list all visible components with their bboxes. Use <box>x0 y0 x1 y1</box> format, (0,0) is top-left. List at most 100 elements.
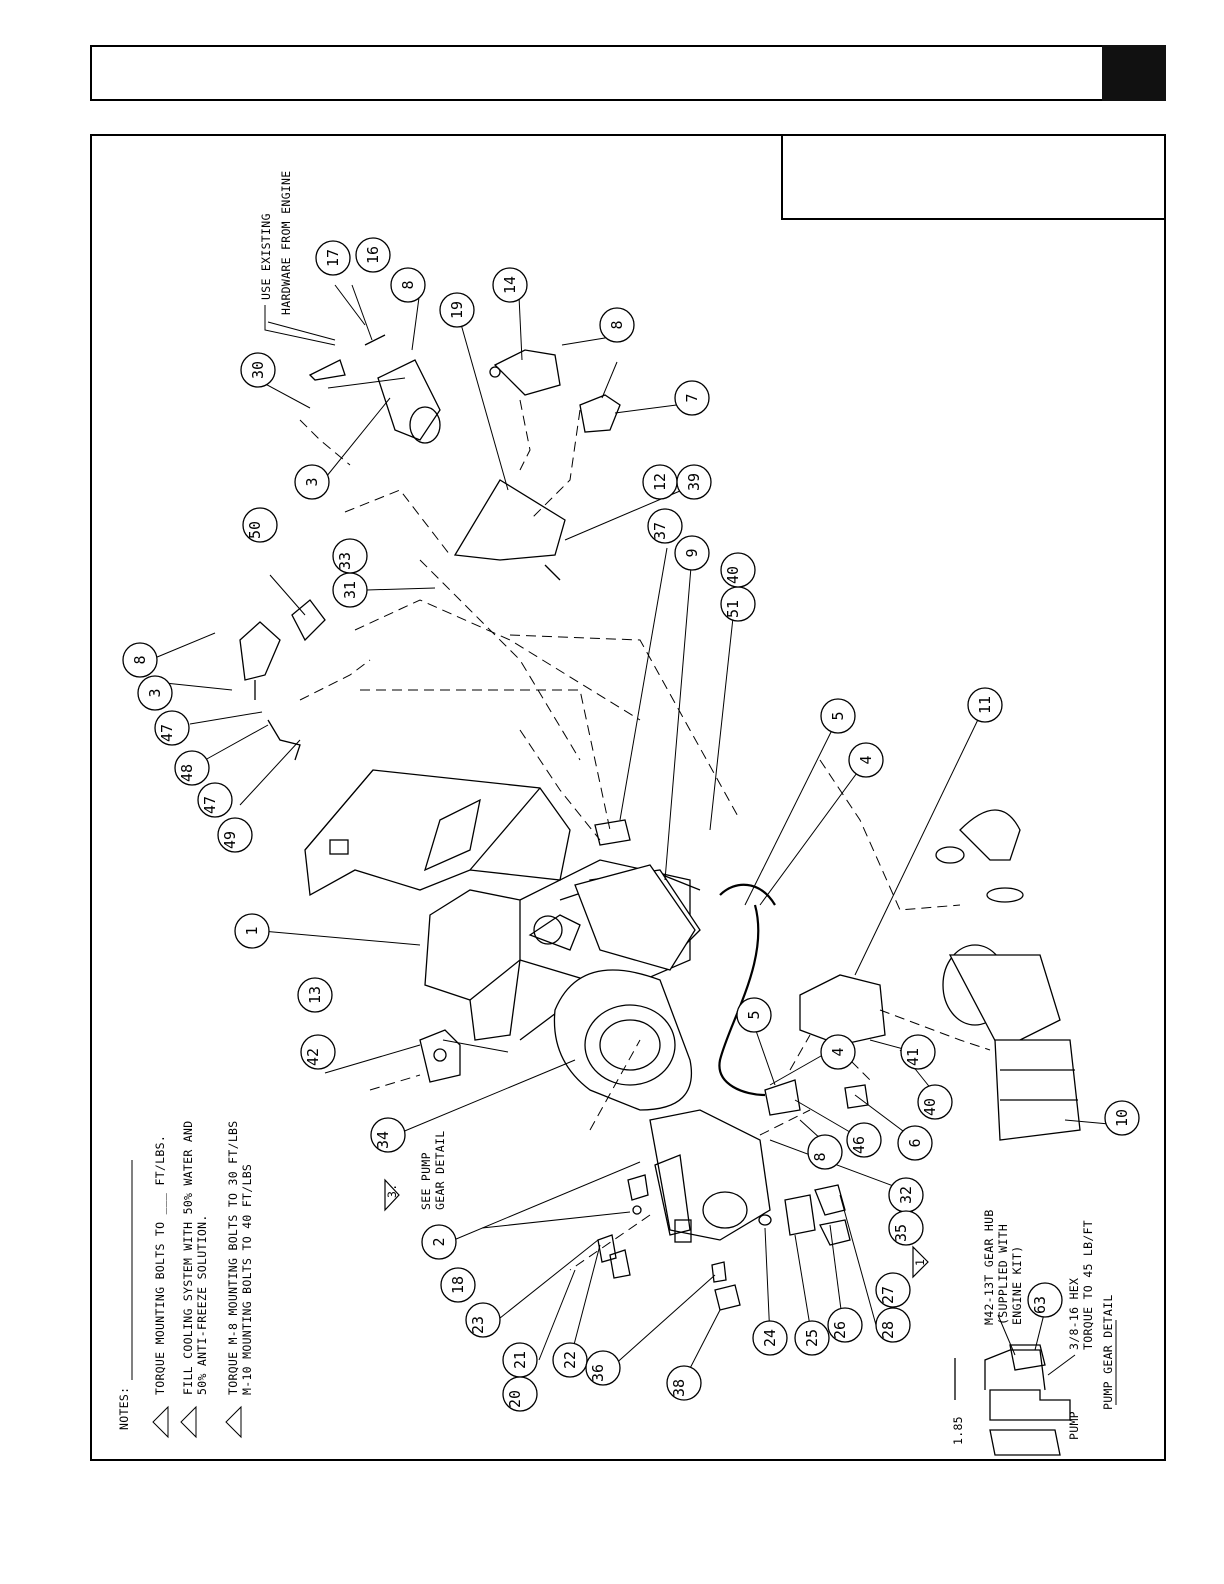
svg-text:27: 27 <box>879 1286 897 1304</box>
header-tab <box>1102 45 1166 101</box>
svg-text:19: 19 <box>448 301 466 319</box>
svg-text:49: 49 <box>221 831 239 849</box>
starter-motor <box>364 334 441 444</box>
svg-text:40: 40 <box>921 1098 939 1116</box>
pump-gear-detail-title: PUMP GEAR DETAIL <box>1101 1294 1115 1410</box>
triangle-note-1 <box>912 1245 929 1279</box>
fitting-36 <box>711 1261 727 1283</box>
callout-47a: 47 <box>154 710 190 746</box>
callout-18: 18 <box>440 1267 476 1303</box>
callout-39: 39 <box>676 464 712 500</box>
callout-7: 7 <box>674 380 710 416</box>
plate-37 <box>594 819 631 846</box>
plate-13 <box>419 1029 461 1083</box>
svg-text:32: 32 <box>897 1186 915 1204</box>
svg-text:38: 38 <box>670 1379 688 1397</box>
callout-8d: 8 <box>807 1134 843 1170</box>
svg-text:3: 3 <box>303 477 321 486</box>
svg-text:13: 13 <box>306 986 324 1004</box>
svg-text:30: 30 <box>249 361 267 379</box>
note-3: TORQUE M-8 MOUNTING BOLTS TO 30 FT/LBS M… <box>225 1121 254 1439</box>
svg-text:47: 47 <box>201 796 219 814</box>
callout-14: 14 <box>492 267 528 303</box>
svg-text:39: 39 <box>685 473 703 491</box>
svg-text:34: 34 <box>374 1131 392 1149</box>
callout-17: 17 <box>315 240 351 276</box>
callout-49: 49 <box>217 817 253 853</box>
callout-27: 27 <box>875 1272 911 1308</box>
fitting-18 <box>627 1174 649 1201</box>
svg-text:14: 14 <box>501 276 519 294</box>
sensor-46 <box>764 1079 801 1116</box>
callout-6: 6 <box>897 1125 933 1161</box>
svg-text:33: 33 <box>336 552 354 570</box>
svg-text:8: 8 <box>399 280 417 289</box>
svg-text:17: 17 <box>324 249 342 267</box>
svg-text:7: 7 <box>683 393 701 402</box>
svg-text:1: 1 <box>913 1259 927 1266</box>
callout-63: 63 <box>1027 1282 1063 1318</box>
callout-31: 31 <box>332 572 368 608</box>
svg-text:18: 18 <box>449 1276 467 1294</box>
svg-text:8: 8 <box>811 1152 829 1161</box>
svg-text:23: 23 <box>469 1316 487 1334</box>
callout-28: 28 <box>875 1307 911 1343</box>
svg-text:ENGINE KIT): ENGINE KIT) <box>1010 1246 1024 1325</box>
callout-24: 24 <box>752 1320 788 1356</box>
coil <box>489 349 561 396</box>
svg-text:10: 10 <box>1113 1109 1131 1127</box>
svg-text:8: 8 <box>131 655 149 664</box>
svg-text:4: 4 <box>829 1047 847 1056</box>
callout-4a: 4 <box>848 742 884 778</box>
callout-8b: 8 <box>599 307 635 343</box>
svg-text:41: 41 <box>904 1048 922 1066</box>
svg-text:31: 31 <box>341 581 359 599</box>
muffler <box>942 944 1081 1141</box>
callout-10: 10 <box>1104 1100 1140 1136</box>
svg-text:1: 1 <box>243 926 261 935</box>
top-bracket <box>453 479 566 581</box>
adapter-plate <box>574 864 696 971</box>
svg-text:3.: 3. <box>385 1184 399 1198</box>
callout-9: 9 <box>674 535 710 571</box>
title-block <box>781 134 1166 220</box>
callout-25: 25 <box>794 1320 830 1356</box>
clamp-22a <box>597 1234 617 1263</box>
svg-text:FILL COOLING SYSTEM WITH 50% W: FILL COOLING SYSTEM WITH 50% WATER AND <box>181 1121 195 1396</box>
svg-text:11: 11 <box>976 696 994 714</box>
callout-4b: 4 <box>820 1034 856 1070</box>
callout-5a: 5 <box>820 698 856 734</box>
callout-12: 12 <box>642 464 678 500</box>
triangle-note-3 <box>384 1178 400 1212</box>
use-existing-label: USE EXISTING <box>259 213 273 300</box>
callout-3b: 3 <box>137 675 173 711</box>
svg-text:M-10 MOUNTING BOLTS TO 40 FT/L: M-10 MOUNTING BOLTS TO 40 FT/LBS <box>240 1164 254 1395</box>
callout-46: 46 <box>846 1122 882 1158</box>
flywheel-housing <box>553 969 692 1111</box>
callout-1: 1 <box>234 913 270 949</box>
svg-text:4: 4 <box>857 755 875 764</box>
svg-text:21: 21 <box>511 1351 529 1369</box>
callout-47b: 47 <box>197 782 233 818</box>
callout-5b: 5 <box>736 997 772 1033</box>
note-2: FILL COOLING SYSTEM WITH 50% WATER AND 5… <box>180 1121 209 1439</box>
callout-20: 20 <box>502 1376 538 1412</box>
callout-13: 13 <box>297 977 333 1013</box>
drawing-frame <box>90 134 1166 1461</box>
callout-51: 51 <box>720 586 756 622</box>
dimension-label: 1.85 <box>951 1416 965 1445</box>
svg-text:2: 2 <box>430 1237 448 1246</box>
elbow-pipe <box>959 809 1021 861</box>
svg-text:20: 20 <box>506 1390 524 1408</box>
svg-text:63: 63 <box>1031 1296 1049 1314</box>
svg-text:6: 6 <box>906 1138 924 1147</box>
svg-text:35: 35 <box>892 1224 910 1242</box>
svg-text:(SUPPLIED WITH: (SUPPLIED WITH <box>996 1224 1010 1325</box>
see-pump-label: SEE PUMP <box>419 1152 433 1210</box>
callout-23: 23 <box>465 1302 501 1338</box>
note-1: TORQUE MOUNTING BOLTS TO ___ FT/LBS. <box>152 1135 169 1439</box>
svg-text:50% ANTI-FREEZE SOLUTION.: 50% ANTI-FREEZE SOLUTION. <box>195 1214 209 1395</box>
svg-text:37: 37 <box>651 522 669 540</box>
callout-8c: 8 <box>122 642 158 678</box>
